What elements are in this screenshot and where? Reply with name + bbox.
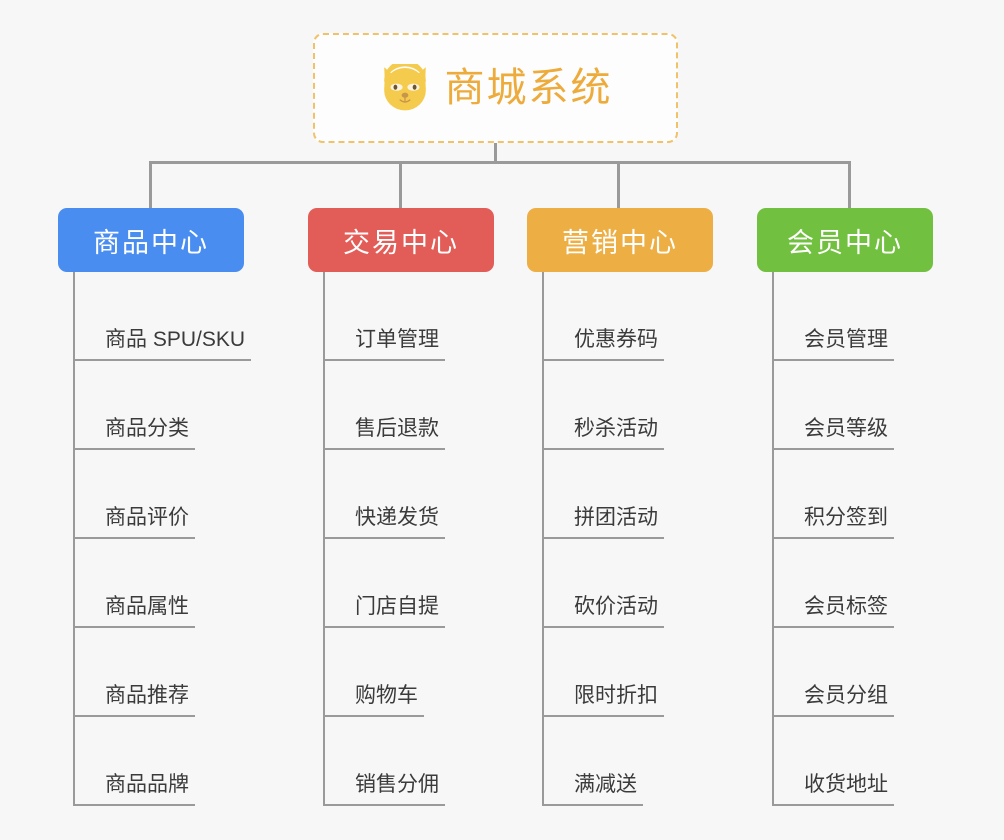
list-item[interactable]: 限时折扣 bbox=[542, 628, 757, 717]
list-item[interactable]: 门店自提 bbox=[323, 539, 538, 628]
category-label: 商品中心 bbox=[93, 227, 209, 258]
list-item[interactable]: 商品分类 bbox=[73, 361, 288, 450]
leaf-list-marketing-center: 优惠券码 秒杀活动 拼团活动 砍价活动 限时折扣 满减送 bbox=[542, 272, 757, 806]
leaf-label: 销售分佣 bbox=[323, 774, 445, 806]
category-box-trade-center[interactable]: 交易中心 bbox=[308, 208, 494, 272]
leaf-label: 收货地址 bbox=[772, 774, 894, 806]
column-spine bbox=[73, 272, 75, 806]
list-item[interactable]: 会员等级 bbox=[772, 361, 987, 450]
list-item[interactable]: 商品推荐 bbox=[73, 628, 288, 717]
root-node[interactable]: 商城系统 bbox=[313, 33, 678, 143]
column-spine bbox=[323, 272, 325, 806]
leaf-list-member-center: 会员管理 会员等级 积分签到 会员标签 会员分组 收货地址 bbox=[772, 272, 987, 806]
list-item[interactable]: 订单管理 bbox=[323, 272, 538, 361]
leaf-list-trade-center: 订单管理 售后退款 快递发货 门店自提 购物车 销售分佣 bbox=[323, 272, 538, 806]
leaf-label: 会员等级 bbox=[772, 418, 894, 450]
connector-branch-3 bbox=[617, 161, 620, 209]
leaf-label: 满减送 bbox=[542, 774, 643, 806]
category-box-product-center[interactable]: 商品中心 bbox=[58, 208, 244, 272]
connector-horizontal-bus bbox=[150, 161, 851, 164]
list-item[interactable]: 会员分组 bbox=[772, 628, 987, 717]
leaf-label: 商品分类 bbox=[73, 418, 195, 450]
list-item[interactable]: 商品 SPU/SKU bbox=[73, 272, 288, 361]
leaf-label: 商品 SPU/SKU bbox=[73, 329, 252, 361]
column-product-center: 商品中心 商品 SPU/SKU 商品分类 商品评价 商品属性 商品推荐 商品品牌 bbox=[58, 208, 288, 806]
dog-face-icon bbox=[383, 64, 426, 111]
list-item[interactable]: 快递发货 bbox=[323, 450, 538, 539]
leaf-label: 会员标签 bbox=[772, 596, 894, 628]
leaf-label: 秒杀活动 bbox=[542, 418, 664, 450]
leaf-label: 订单管理 bbox=[323, 329, 445, 361]
column-trade-center: 交易中心 订单管理 售后退款 快递发货 门店自提 购物车 销售分佣 bbox=[308, 208, 538, 806]
list-item[interactable]: 商品属性 bbox=[73, 539, 288, 628]
category-label: 会员中心 bbox=[787, 227, 903, 258]
list-item[interactable]: 拼团活动 bbox=[542, 450, 757, 539]
leaf-label: 优惠券码 bbox=[542, 329, 664, 361]
column-spine bbox=[542, 272, 544, 806]
leaf-label: 门店自提 bbox=[323, 596, 445, 628]
leaf-label: 限时折扣 bbox=[542, 685, 664, 717]
leaf-label: 会员管理 bbox=[772, 329, 894, 361]
connector-branch-2 bbox=[399, 161, 402, 209]
category-label: 交易中心 bbox=[343, 227, 459, 258]
leaf-label: 快递发货 bbox=[323, 507, 445, 539]
list-item[interactable]: 销售分佣 bbox=[323, 717, 538, 806]
list-item[interactable]: 购物车 bbox=[323, 628, 538, 717]
list-item[interactable]: 优惠券码 bbox=[542, 272, 757, 361]
list-item[interactable]: 积分签到 bbox=[772, 450, 987, 539]
leaf-label: 商品属性 bbox=[73, 596, 195, 628]
leaf-list-product-center: 商品 SPU/SKU 商品分类 商品评价 商品属性 商品推荐 商品品牌 bbox=[73, 272, 288, 806]
leaf-label: 积分签到 bbox=[772, 507, 894, 539]
leaf-label: 购物车 bbox=[323, 685, 424, 717]
list-item[interactable]: 满减送 bbox=[542, 717, 757, 806]
connector-root-stem bbox=[494, 143, 497, 163]
connector-branch-1 bbox=[149, 161, 152, 209]
list-item[interactable]: 秒杀活动 bbox=[542, 361, 757, 450]
leaf-label: 拼团活动 bbox=[542, 507, 664, 539]
list-item[interactable]: 收货地址 bbox=[772, 717, 987, 806]
leaf-label: 商品评价 bbox=[73, 507, 195, 539]
category-box-marketing-center[interactable]: 营销中心 bbox=[527, 208, 713, 272]
list-item[interactable]: 商品品牌 bbox=[73, 717, 288, 806]
leaf-label: 商品推荐 bbox=[73, 685, 195, 717]
list-item[interactable]: 商品评价 bbox=[73, 450, 288, 539]
column-marketing-center: 营销中心 优惠券码 秒杀活动 拼团活动 砍价活动 限时折扣 满减送 bbox=[527, 208, 757, 806]
list-item[interactable]: 会员标签 bbox=[772, 539, 987, 628]
list-item[interactable]: 售后退款 bbox=[323, 361, 538, 450]
connector-branch-4 bbox=[848, 161, 851, 209]
leaf-label: 砍价活动 bbox=[542, 596, 664, 628]
leaf-label: 商品品牌 bbox=[73, 774, 195, 806]
column-spine bbox=[772, 272, 774, 806]
category-box-member-center[interactable]: 会员中心 bbox=[757, 208, 933, 272]
category-label: 营销中心 bbox=[562, 227, 678, 258]
list-item[interactable]: 会员管理 bbox=[772, 272, 987, 361]
column-member-center: 会员中心 会员管理 会员等级 积分签到 会员标签 会员分组 收货地址 bbox=[757, 208, 987, 806]
leaf-label: 售后退款 bbox=[323, 418, 445, 450]
root-title: 商城系统 bbox=[444, 66, 613, 110]
leaf-label: 会员分组 bbox=[772, 685, 894, 717]
list-item[interactable]: 砍价活动 bbox=[542, 539, 757, 628]
category-columns: 商品中心 商品 SPU/SKU 商品分类 商品评价 商品属性 商品推荐 商品品牌… bbox=[0, 208, 1004, 840]
